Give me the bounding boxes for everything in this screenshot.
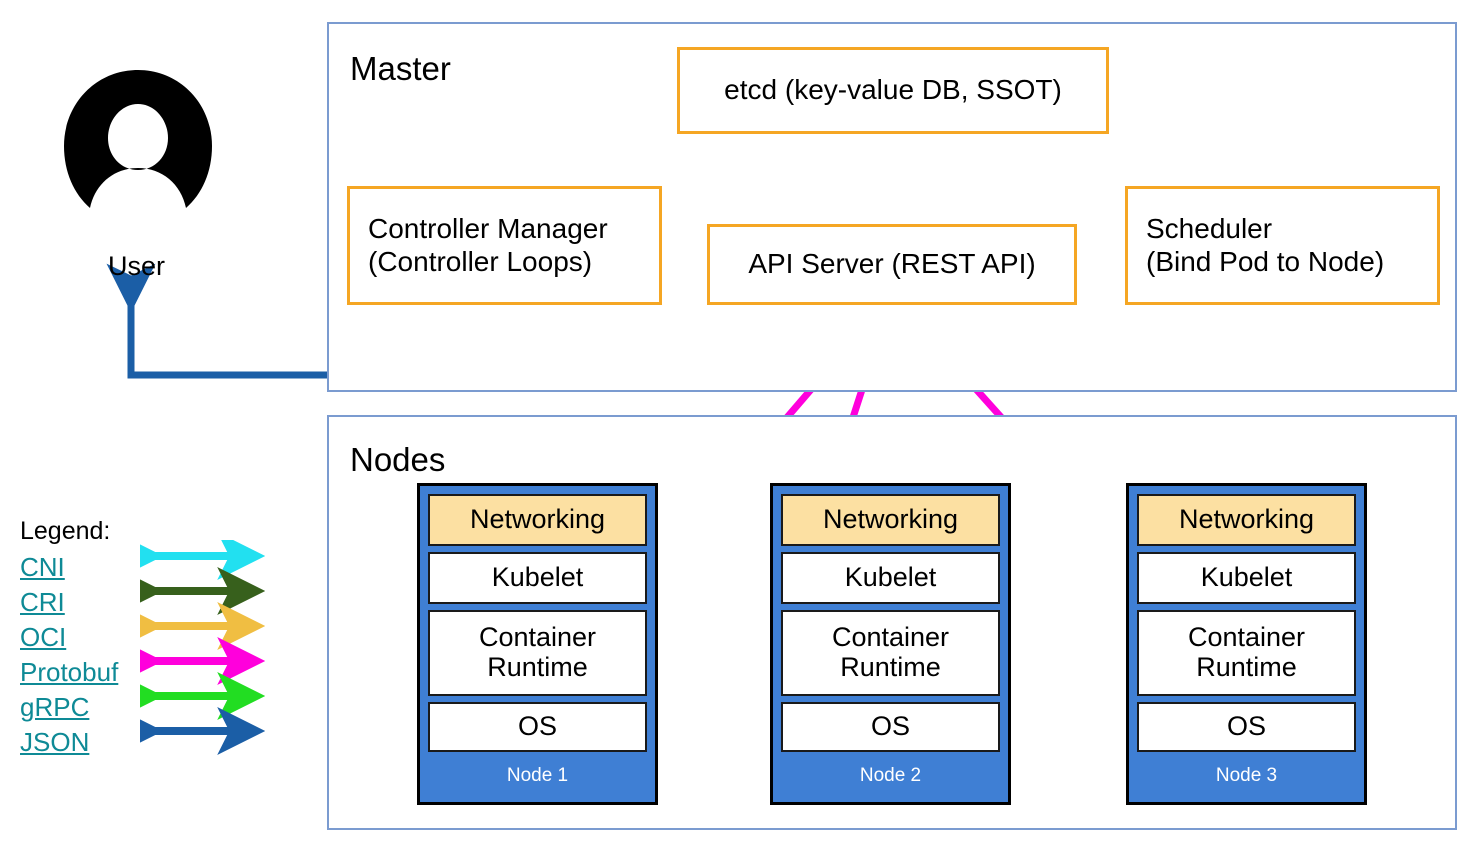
node-2-runtime-label-line2: Runtime <box>840 652 941 682</box>
node-2-os-layer[interactable]: OS <box>781 702 1000 752</box>
etcd-box[interactable]: etcd (key-value DB, SSOT) <box>677 47 1109 134</box>
scheduler-box[interactable]: Scheduler (Bind Pod to Node) <box>1125 186 1440 305</box>
node-3-networking-layer[interactable]: Networking <box>1137 494 1356 546</box>
node-2-networking-layer[interactable]: Networking <box>781 494 1000 546</box>
node-1-networking-label: Networking <box>469 504 606 535</box>
node-3-kubelet-label: Kubelet <box>1200 562 1293 593</box>
node-1-os-label: OS <box>517 711 557 742</box>
node-3-container-runtime-layer[interactable]: Container Runtime <box>1137 610 1356 696</box>
node-2-kubelet-layer[interactable]: Kubelet <box>781 552 1000 604</box>
etcd-label: etcd (key-value DB, SSOT) <box>724 74 1062 106</box>
node-3-kubelet-layer[interactable]: Kubelet <box>1137 552 1356 604</box>
node-card-1[interactable]: Networking Kubelet Container Runtime OS … <box>417 483 658 805</box>
node-1-runtime-label-line2: Runtime <box>487 652 588 682</box>
node-2-os-label: OS <box>870 711 910 742</box>
node-2-kubelet-label: Kubelet <box>844 562 937 593</box>
api-server-box[interactable]: API Server (REST API) <box>707 224 1077 305</box>
legend-item-json[interactable]: JSON <box>20 727 90 757</box>
node-2-runtime-label-line1: Container <box>831 622 950 653</box>
node-1-os-layer[interactable]: OS <box>428 702 647 752</box>
node-card-2[interactable]: Networking Kubelet Container Runtime OS … <box>770 483 1011 805</box>
node-3-os-label: OS <box>1226 711 1266 742</box>
legend-item-cni[interactable]: CNI <box>20 552 65 582</box>
node-3-networking-label: Networking <box>1178 504 1315 535</box>
node-3-name: Node 3 <box>1215 765 1278 786</box>
legend-item-cri[interactable]: CRI <box>20 587 65 617</box>
controller-manager-box[interactable]: Controller Manager (Controller Loops) <box>347 186 662 305</box>
node-1-container-runtime-layer[interactable]: Container Runtime <box>428 610 647 696</box>
legend-item-grpc[interactable]: gRPC <box>20 692 90 722</box>
user-avatar-icon <box>64 70 212 208</box>
legend-swatches <box>140 540 266 755</box>
node-1-name: Node 1 <box>506 765 569 786</box>
node-2-container-runtime-layer[interactable]: Container Runtime <box>781 610 1000 696</box>
nodes-group-title: Nodes <box>350 441 446 478</box>
controller-manager-label-line2: (Controller Loops) <box>368 245 593 277</box>
legend-item-oci[interactable]: OCI <box>20 622 67 652</box>
legend-item-protobuf[interactable]: Protobuf <box>20 657 119 687</box>
node-1-kubelet-label: Kubelet <box>491 562 584 593</box>
node-1-runtime-label-line1: Container <box>478 622 597 653</box>
controller-manager-label-line1: Controller Manager <box>368 213 608 245</box>
node-1-kubelet-layer[interactable]: Kubelet <box>428 552 647 604</box>
node-card-3[interactable]: Networking Kubelet Container Runtime OS … <box>1126 483 1367 805</box>
node-3-os-layer[interactable]: OS <box>1137 702 1356 752</box>
node-2-networking-label: Networking <box>822 504 959 535</box>
node-3-runtime-label-line1: Container <box>1187 622 1306 653</box>
user-label: User <box>108 251 166 281</box>
node-1-networking-layer[interactable]: Networking <box>428 494 647 546</box>
scheduler-label-line1: Scheduler <box>1146 213 1273 245</box>
node-2-name: Node 2 <box>859 765 922 786</box>
api-server-label: API Server (REST API) <box>748 248 1036 280</box>
node-3-runtime-label-line2: Runtime <box>1196 652 1297 682</box>
master-group-title: Master <box>350 50 451 87</box>
legend-title: Legend: <box>20 517 111 545</box>
scheduler-label-line2: (Bind Pod to Node) <box>1146 245 1385 277</box>
